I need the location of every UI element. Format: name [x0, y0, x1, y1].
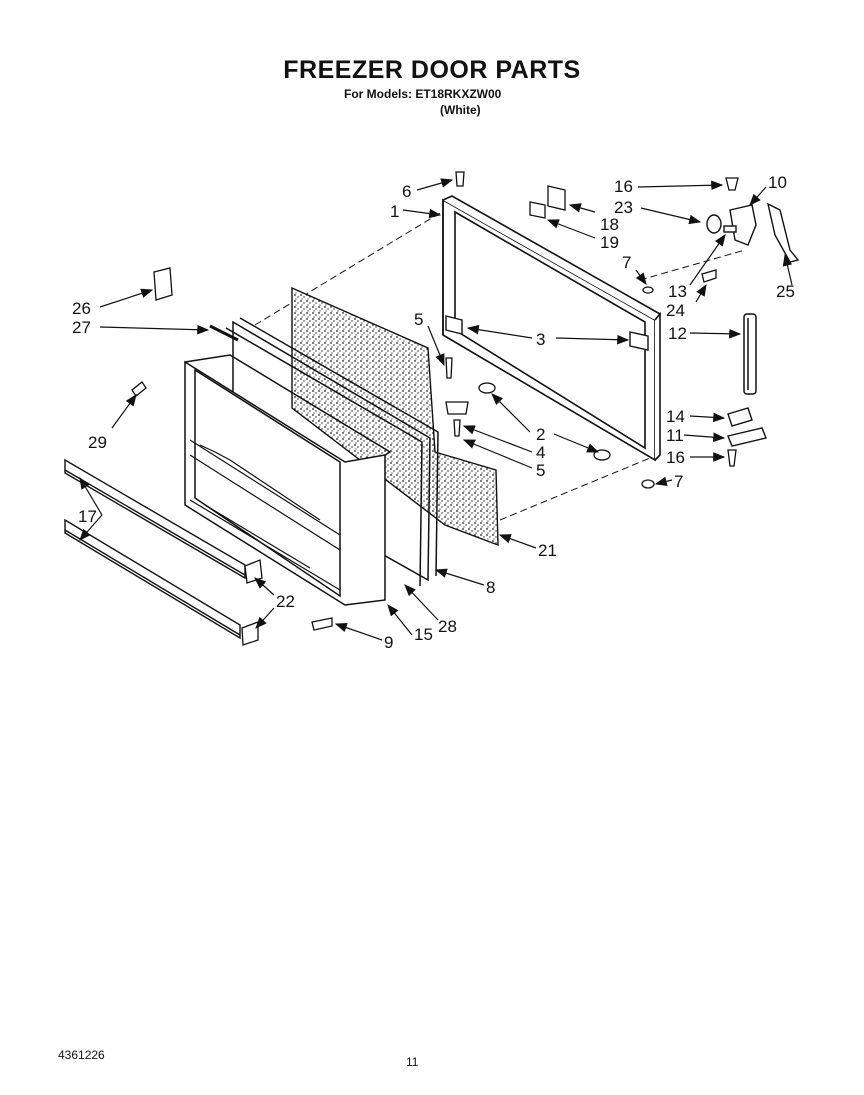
- callout-17: 17: [78, 507, 97, 526]
- callout-28: 28: [438, 617, 457, 636]
- model-line: For Models: ET18RKXZW00: [344, 87, 502, 101]
- callout-6: 6: [402, 182, 411, 201]
- callout-5-top: 5: [414, 310, 423, 329]
- clips-and-labels: [153, 185, 566, 342]
- callout-16-bottom: 16: [666, 448, 685, 467]
- callout-23: 23: [614, 198, 633, 217]
- callout-1: 1: [390, 202, 399, 221]
- hinge-washers: [445, 382, 611, 461]
- page-number: 11: [406, 1055, 419, 1069]
- top-hinge: [706, 202, 800, 263]
- callout-10: 10: [768, 173, 787, 192]
- callout-21: 21: [538, 541, 557, 560]
- callout-16-top: 16: [614, 177, 633, 196]
- alignment-lines: [254, 209, 746, 521]
- callout-5-bottom: 5: [536, 461, 545, 480]
- hinge-bracket: [445, 315, 649, 351]
- callout-7-bottom: 7: [674, 472, 683, 491]
- callout-27: 27: [72, 318, 91, 337]
- callout-12: 12: [668, 324, 687, 343]
- callout-14: 14: [666, 407, 685, 426]
- document-number: 4361226: [58, 1048, 105, 1062]
- door-handle: [743, 313, 757, 395]
- callout-19: 19: [600, 233, 619, 252]
- bottom-hinge: [727, 407, 767, 447]
- callout-labels: 6 1 16 10 23 18 19 7 13 24 25 5 3 12 2 4…: [72, 173, 795, 652]
- inner-door-liner: [184, 354, 392, 606]
- color-line: (White): [440, 103, 481, 117]
- callout-18: 18: [600, 215, 619, 234]
- page-title: FREEZER DOOR PARTS: [283, 56, 581, 84]
- callout-2: 2: [536, 425, 545, 444]
- trim-strips: [64, 458, 246, 640]
- leader-lines: [79, 178, 793, 641]
- callout-8: 8: [486, 578, 495, 597]
- callout-4: 4: [536, 443, 545, 462]
- callout-25: 25: [776, 282, 795, 301]
- callout-24: 24: [666, 301, 685, 320]
- callout-26: 26: [72, 299, 91, 318]
- callout-7-top: 7: [622, 253, 631, 272]
- outer-door-panel: [442, 195, 662, 462]
- foam-insulation: [291, 286, 499, 547]
- callout-15: 15: [414, 625, 433, 644]
- callout-11: 11: [666, 426, 684, 445]
- callout-13: 13: [668, 282, 687, 301]
- callout-9: 9: [384, 633, 393, 652]
- callout-22: 22: [276, 592, 295, 611]
- callout-29: 29: [88, 433, 107, 452]
- liner-shelves: [189, 439, 341, 591]
- screws: [131, 171, 739, 631]
- callout-3: 3: [536, 330, 545, 349]
